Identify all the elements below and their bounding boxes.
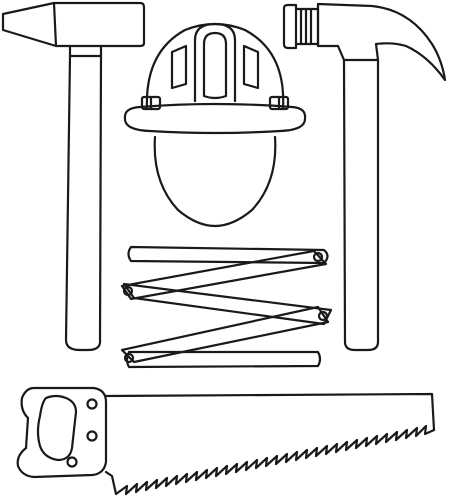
hand-saw-icon — [16, 386, 436, 496]
hard-hat-worker-icon — [123, 22, 307, 228]
folding-ruler-icon — [120, 245, 333, 369]
claw-hammer-icon — [282, 2, 447, 352]
sledge-hammer-icon — [1, 1, 146, 352]
